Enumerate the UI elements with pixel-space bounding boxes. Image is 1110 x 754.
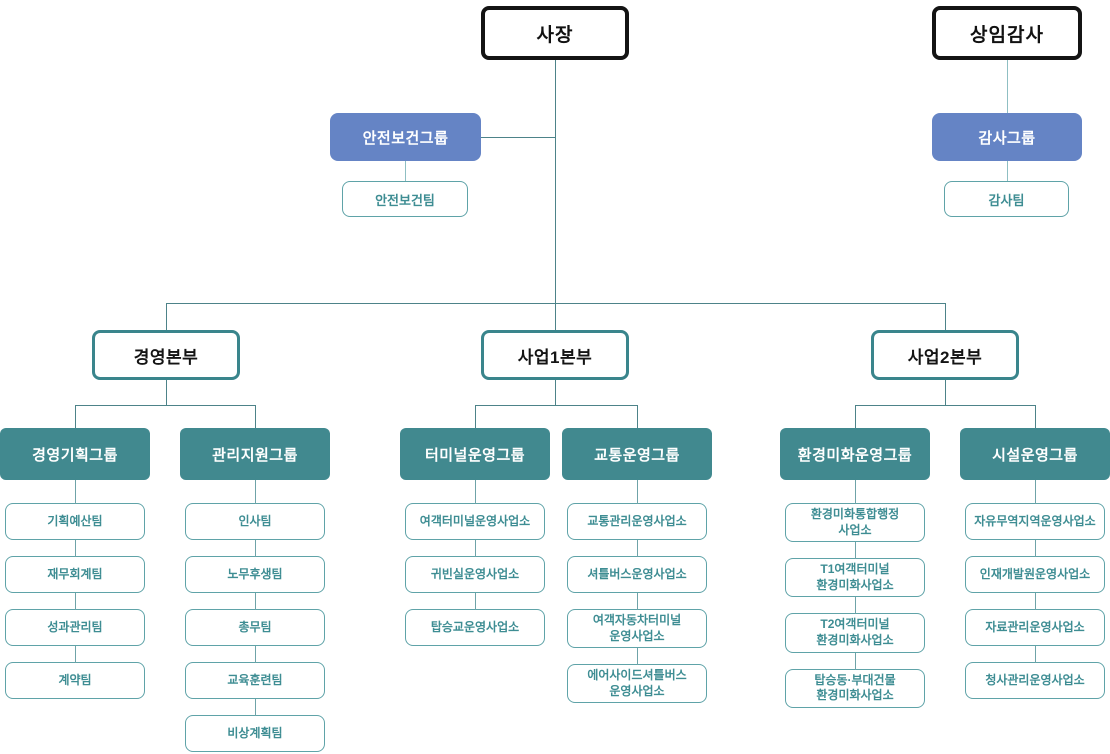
- connector-division-3-group-2: [1035, 405, 1036, 428]
- connector-division-3-down: [945, 380, 946, 405]
- connector-division-1-split: [75, 405, 255, 406]
- division-box-business-2: 사업2본부: [871, 330, 1019, 380]
- connector-division-3-split: [855, 405, 1035, 406]
- team-box: 교육훈련팀: [185, 646, 325, 699]
- auditor-box: 상임감사: [932, 6, 1082, 60]
- connector-drop-division-1: [166, 303, 167, 331]
- team-box: 교통관리운영사업소: [567, 480, 707, 540]
- team-box: 셔틀버스운영사업소: [567, 540, 707, 593]
- team-box: 인재개발원운영사업소: [965, 540, 1105, 593]
- president-box: 사장: [481, 6, 629, 60]
- team-box: 총무팀: [185, 593, 325, 646]
- connector-audit-team-link: [1007, 161, 1008, 181]
- group-box: 교통운영그룹: [562, 428, 712, 480]
- group-box: 경영기획그룹: [0, 428, 150, 480]
- group-column-facility-operations: 시설운영그룹 자유무역지역운영사업소 인재개발원운영사업소 자료관리운영사업소 …: [960, 428, 1110, 699]
- team-box: 여객터미널운영사업소: [405, 480, 545, 540]
- group-box: 관리지원그룹: [180, 428, 330, 480]
- team-box: 자료관리운영사업소: [965, 593, 1105, 646]
- connector-safety-group-spur: [481, 137, 555, 138]
- team-box: T1여객터미널 환경미화사업소: [785, 542, 925, 598]
- division-box-management: 경영본부: [92, 330, 240, 380]
- team-box: 재무회계팀: [5, 540, 145, 593]
- group-column-transport-operations: 교통운영그룹 교통관리운영사업소 셔틀버스운영사업소 여객자동차터미널 운영사업…: [562, 428, 712, 704]
- group-column-management-support: 관리지원그룹 인사팀 노무후생팀 총무팀 교육훈련팀 비상계획팀: [180, 428, 330, 752]
- team-box: T2여객터미널 환경미화사업소: [785, 597, 925, 653]
- team-box: 인사팀: [185, 480, 325, 540]
- connector-division-2-group-2: [637, 405, 638, 428]
- group-box: 시설운영그룹: [960, 428, 1110, 480]
- division-box-business-1: 사업1본부: [481, 330, 629, 380]
- team-box: 청사관리운영사업소: [965, 646, 1105, 699]
- safety-health-team-box: 안전보건팀: [342, 181, 468, 217]
- connector-division-3-group-1: [855, 405, 856, 428]
- team-box: 기획예산팀: [5, 480, 145, 540]
- team-box: 자유무역지역운영사업소: [965, 480, 1105, 540]
- team-box: 여객자동차터미널 운영사업소: [567, 592, 707, 649]
- team-box: 환경미화통합행정 사업소: [785, 479, 925, 543]
- connector-division-1-group-2: [255, 405, 256, 428]
- team-box: 계약팀: [5, 646, 145, 699]
- audit-team-box: 감사팀: [944, 181, 1069, 217]
- group-box: 터미널운영그룹: [400, 428, 550, 480]
- audit-group-box: 감사그룹: [932, 113, 1082, 161]
- connector-auditor-audit-group: [1007, 60, 1008, 113]
- team-box: 노무후생팀: [185, 540, 325, 593]
- group-column-management-planning: 경영기획그룹 기획예산팀 재무회계팀 성과관리팀 계약팀: [0, 428, 150, 699]
- connector-division-1-group-1: [75, 405, 76, 428]
- group-box: 환경미화운영그룹: [780, 428, 930, 480]
- connector-president-trunk: [555, 60, 556, 303]
- connector-safety-team-link: [405, 161, 406, 181]
- team-box: 비상계획팀: [185, 699, 325, 752]
- group-column-environment-operations: 환경미화운영그룹 환경미화통합행정 사업소 T1여객터미널 환경미화사업소 T2…: [780, 428, 930, 708]
- team-box: 에어사이드셔틀버스 운영사업소: [567, 648, 707, 704]
- connector-division-2-group-1: [475, 405, 476, 428]
- team-box: 귀빈실운영사업소: [405, 540, 545, 593]
- team-box: 탑승교운영사업소: [405, 593, 545, 646]
- connector-division-1-down: [166, 380, 167, 405]
- connector-division-2-split: [475, 405, 637, 406]
- connector-division-2-down: [555, 380, 556, 405]
- connector-drop-division-3: [945, 303, 946, 331]
- connector-drop-division-2: [555, 303, 556, 331]
- team-box: 성과관리팀: [5, 593, 145, 646]
- team-box: 탑승동·부대건물 환경미화사업소: [785, 652, 925, 708]
- connector-division-distributor: [166, 303, 946, 304]
- safety-health-group-box: 안전보건그룹: [330, 113, 481, 161]
- group-column-terminal-operations: 터미널운영그룹 여객터미널운영사업소 귀빈실운영사업소 탑승교운영사업소: [400, 428, 550, 646]
